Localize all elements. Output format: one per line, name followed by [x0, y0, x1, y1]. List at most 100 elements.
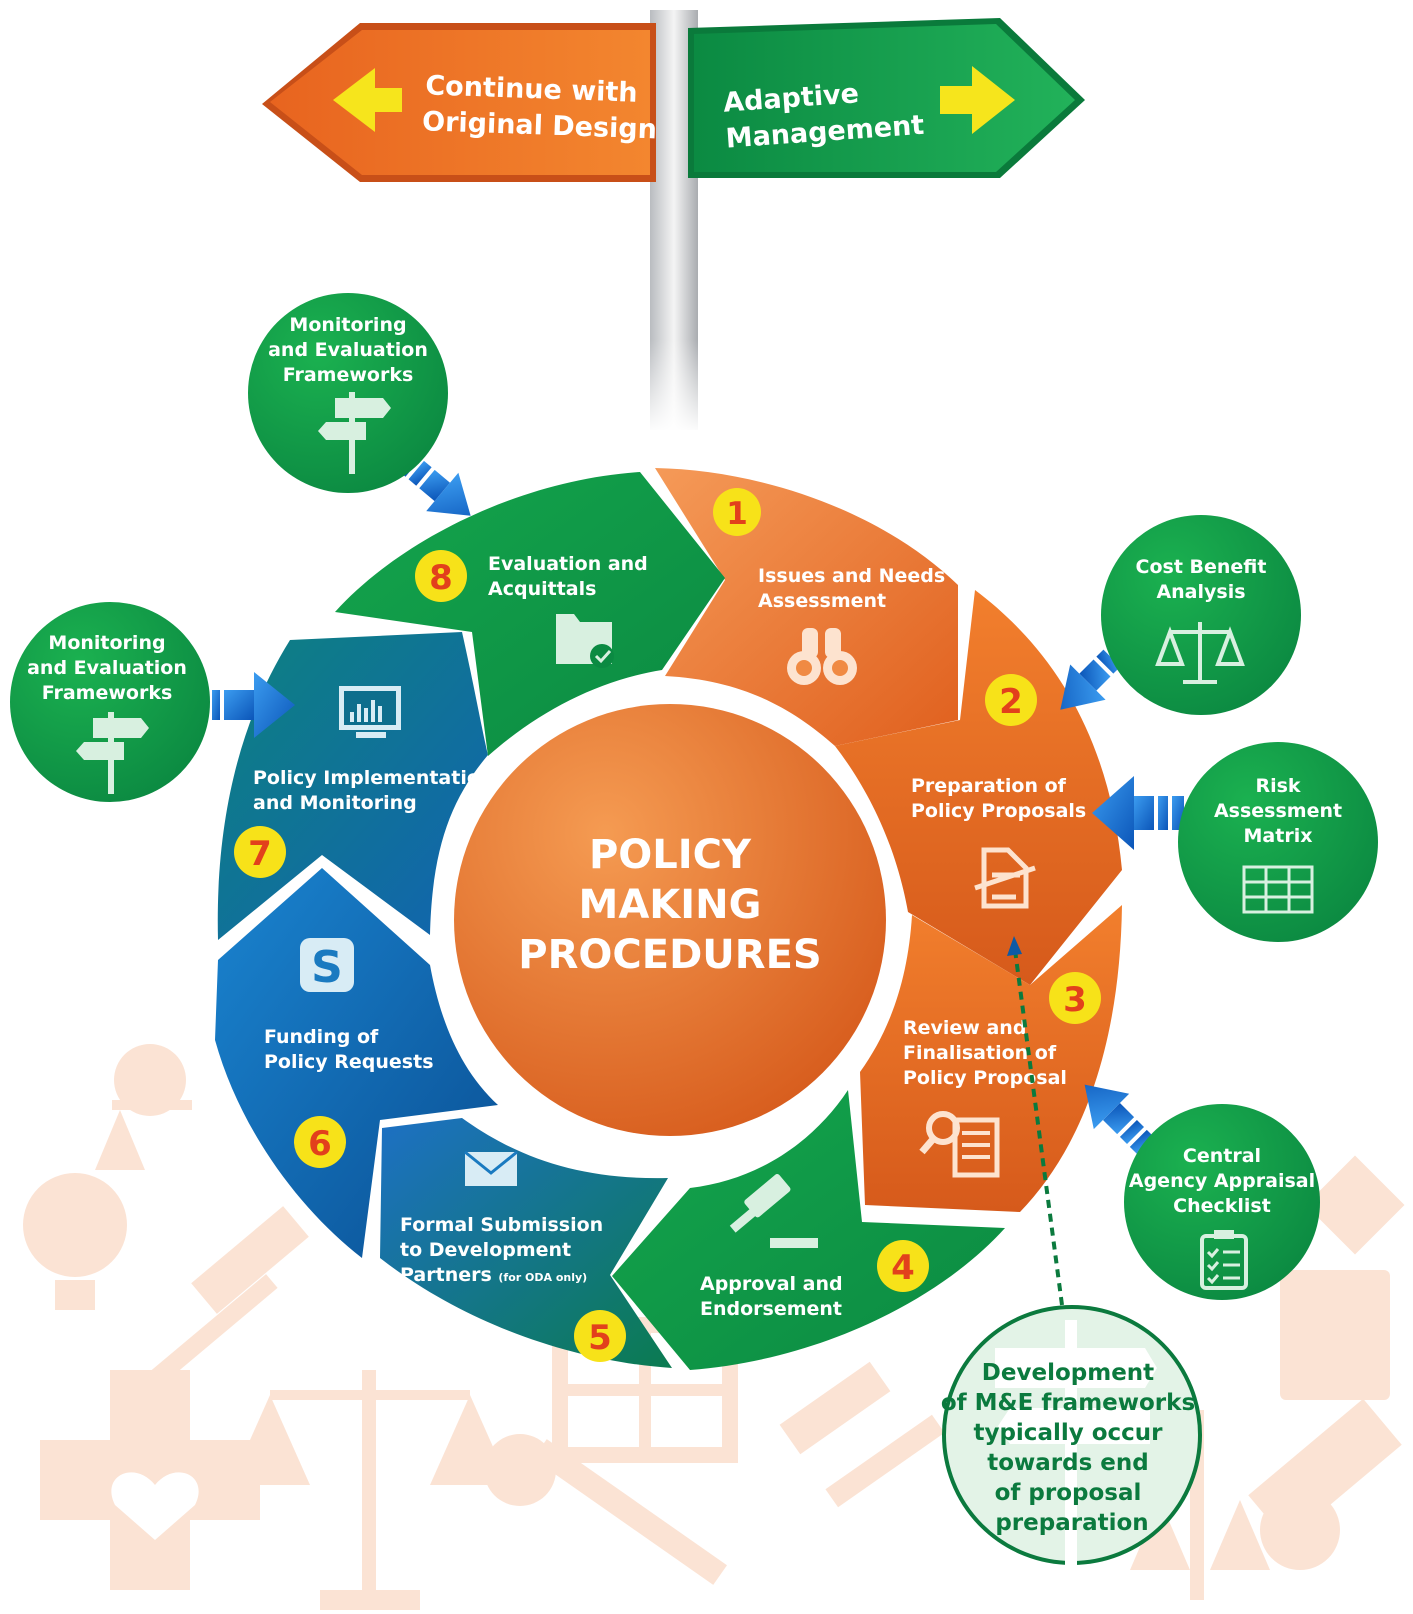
callout-line4: towards end: [987, 1450, 1149, 1476]
indicator-arrowhead: [1007, 936, 1022, 956]
step-5-line1: Formal Submission: [400, 1214, 603, 1236]
callout-line3: typically occur: [973, 1420, 1163, 1446]
step-1-number: 1: [726, 496, 748, 532]
lightbulb-icon: [23, 1173, 127, 1277]
binoculars-icon: [787, 628, 857, 685]
satellite-me-left-line1: Monitoring: [48, 632, 165, 654]
satellite-me-top[interactable]: Monitoring and Evaluation Frameworks: [248, 293, 448, 493]
arrow-right-icon: [940, 66, 1015, 134]
step-1-badge: [713, 488, 761, 536]
step-6-line2: Policy Requests: [264, 1051, 434, 1073]
center-title-line3: PROCEDURES: [518, 932, 821, 978]
sign-left-line1: Continue with: [425, 70, 638, 108]
satellite-risk-line1: Risk: [1255, 775, 1300, 797]
step-2-number: 2: [999, 682, 1023, 722]
arrow-left-icon: [333, 68, 402, 132]
satellite-me-left-line2: and Evaluation: [27, 657, 187, 679]
step-7-number: 7: [248, 834, 272, 874]
step-7-badge: [234, 826, 286, 878]
document-bg-icon: [1280, 1270, 1390, 1400]
step-6-line1: Funding of: [264, 1026, 379, 1048]
document-edit-icon: [974, 847, 1036, 909]
satellite-risk-line2: Assessment: [1214, 800, 1342, 822]
step-2-badge: [985, 674, 1037, 726]
policy-cycle: 1 Issues and Needs Assessment 2 Preparat…: [215, 468, 1122, 1370]
step-3-number: 3: [1063, 980, 1087, 1020]
wrench-bg-icon: [484, 1434, 727, 1585]
step-4-line2: Endorsement: [700, 1298, 842, 1320]
satellite-caac-line3: Checklist: [1173, 1195, 1271, 1217]
satellite-risk-line3: Matrix: [1244, 825, 1313, 847]
arrow-me-left: [200, 672, 295, 738]
step-4-badge: [877, 1240, 929, 1292]
step-6-segment[interactable]: 6 Funding of Policy Requests S: [215, 868, 498, 1258]
step-4-line1: Approval and: [700, 1273, 843, 1295]
satellite-caac-line1: Central: [1183, 1145, 1261, 1167]
envelope-icon: [464, 1150, 518, 1186]
step-2-line2: Policy Proposals: [911, 800, 1086, 822]
center-title-line1: POLICY: [589, 832, 752, 878]
scales-icon: [1155, 622, 1245, 684]
step-5-line2: to Development: [400, 1239, 571, 1261]
satellite-me-top-line3: Frameworks: [283, 364, 414, 386]
step-3-segment[interactable]: 3 Review and Finalisation of Policy Prop…: [860, 905, 1122, 1212]
step-4-number: 4: [891, 1248, 915, 1288]
step-6-badge: [294, 1116, 346, 1168]
satellite-me-top-line2: and Evaluation: [268, 339, 428, 361]
heart-bg-icon: [111, 1472, 199, 1540]
checklist-icon: [1200, 1230, 1248, 1290]
satellite-me-left-line3: Frameworks: [42, 682, 173, 704]
step-2-segment[interactable]: 2 Preparation of Policy Proposals: [835, 590, 1122, 985]
gavel-bg-icon: [191, 1206, 309, 1314]
step-3-line3: Policy Proposal: [903, 1067, 1067, 1089]
scales-bg-icon-2: [1130, 1410, 1270, 1600]
satellite-caac-line2: Agency Appraisal: [1129, 1170, 1315, 1192]
satellite-me-top-line1: Monitoring: [289, 314, 406, 336]
document-search-icon: [919, 1111, 1000, 1178]
step-5-number: 5: [588, 1318, 612, 1358]
step-5-segment[interactable]: 5 Formal Submission to Development Partn…: [380, 1118, 672, 1368]
svg-text:Development of M&E frame: Development of M&E frameworks typically …: [941, 1360, 1203, 1536]
step-8-line2: Acquittals: [488, 578, 596, 600]
step-3-line1: Review and: [903, 1017, 1026, 1039]
me-timing-indicator: [1007, 936, 1064, 1306]
svg-text:Partners (for ODA only: Partners (for ODA only): [400, 1264, 587, 1286]
step-3-badge: [1049, 972, 1101, 1024]
monitor-chart-icon: [339, 686, 401, 738]
table-icon: [1242, 865, 1314, 914]
satellite-cost-benefit[interactable]: Cost Benefit Analysis: [1101, 515, 1301, 715]
arrow-caac: [1084, 1084, 1154, 1154]
step-8-number: 8: [429, 558, 453, 598]
center-circle: POLICY MAKING PROCEDURES: [454, 704, 886, 1136]
step-4-segment[interactable]: 4 Approval and Endorsement: [612, 1090, 1005, 1370]
step-8-segment[interactable]: 8 Evaluation and Acquittals: [335, 472, 725, 756]
signpost-icon: [76, 712, 149, 794]
satellite-central-agency-checklist[interactable]: Central Agency Appraisal Checklist: [1124, 1104, 1320, 1300]
step-3-line2: Finalisation of: [903, 1042, 1057, 1064]
step-1-segment[interactable]: 1 Issues and Needs Assessment: [655, 468, 958, 746]
svg-text:S: S: [311, 942, 343, 993]
callout-line2: of M&E frameworks: [941, 1390, 1195, 1416]
satellite-risk-matrix[interactable]: Risk Assessment Matrix: [1178, 742, 1378, 942]
folder-check-icon: [556, 614, 614, 668]
satellite-me-left[interactable]: Monitoring and Evaluation Frameworks: [10, 602, 210, 802]
step-5-line3: Partners: [400, 1264, 492, 1286]
satellite-cba-line1: Cost Benefit: [1136, 556, 1267, 578]
step-7-line2: and Monitoring: [253, 792, 417, 814]
satellite-cba-line2: Analysis: [1156, 581, 1245, 603]
step-5-note: (for ODA only): [498, 1271, 587, 1284]
step-1-line1: Issues and Needs: [758, 565, 945, 587]
step-6-number: 6: [308, 1124, 332, 1164]
center-title-line2: MAKING: [579, 882, 762, 928]
sign-continue-original-design[interactable]: Continue with Original Design: [262, 23, 659, 182]
dollar-icon: S: [300, 938, 354, 993]
step-8-line1: Evaluation and: [488, 553, 648, 575]
background-icons: [23, 1044, 1405, 1610]
callout-line6: preparation: [995, 1510, 1148, 1536]
step-7-line1: Policy Implementation: [253, 767, 493, 789]
sign-adaptive-management[interactable]: Adaptive Management: [688, 18, 1085, 178]
callout-line1: Development: [982, 1360, 1154, 1386]
step-2-line1: Preparation of: [911, 775, 1067, 797]
